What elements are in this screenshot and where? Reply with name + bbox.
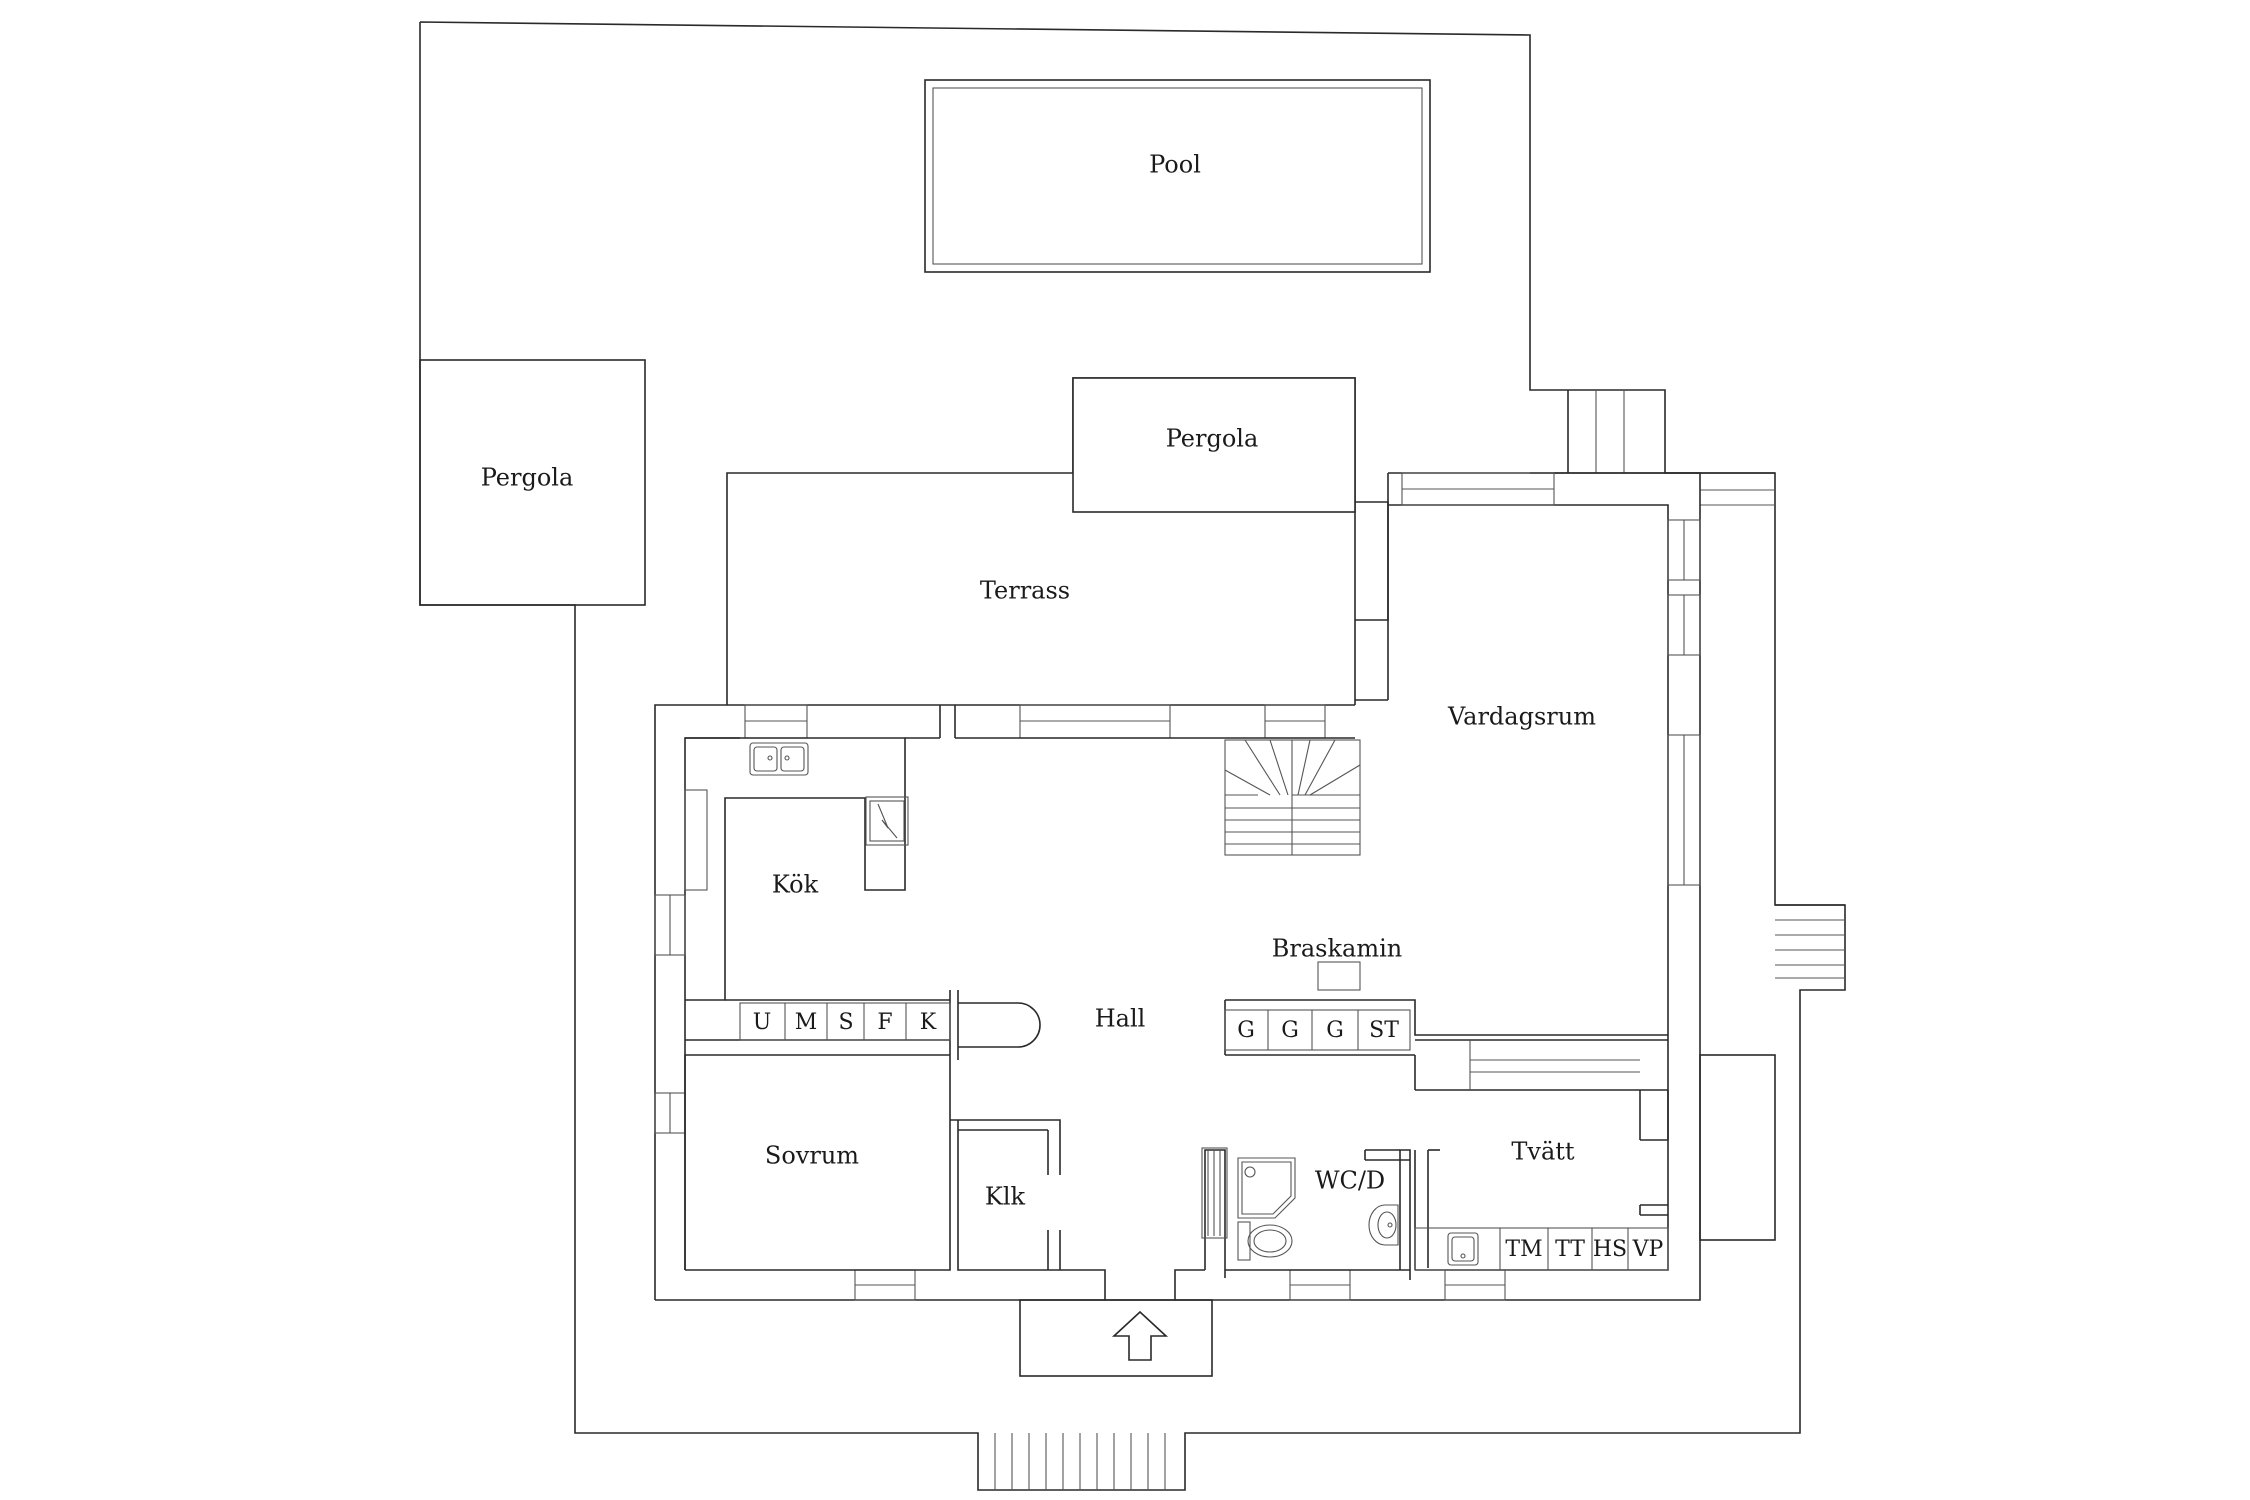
entrance-arrow-icon (1111, 1310, 1169, 1361)
wardrobe-unit-st: ST (1369, 1018, 1399, 1043)
laundry-unit-vp: VP (1632, 1237, 1664, 1262)
kitchen-unit-u: U (753, 1010, 772, 1035)
wardrobe-unit-g1: G (1237, 1018, 1255, 1043)
deck-steps-top (1530, 390, 1665, 474)
laundry-sink-icon (1447, 1232, 1479, 1266)
shower-icon (1237, 1157, 1296, 1219)
kok-label: Kök (772, 871, 819, 899)
kitchen-unit-f: F (877, 1010, 892, 1035)
pool-inner (932, 87, 1423, 265)
kitchen-peninsula (958, 1002, 1041, 1048)
pergola-center (1072, 377, 1356, 513)
tvatt-label: Tvätt (1511, 1138, 1575, 1166)
laundry-unit-hs: HS (1593, 1237, 1627, 1262)
kitchen-unit-m: M (795, 1010, 818, 1035)
radiator-icon (1201, 1147, 1228, 1239)
interior-walls (684, 705, 1669, 1300)
hall-label: Hall (1095, 1005, 1146, 1033)
bottom-stairs (994, 1433, 1166, 1490)
terrace-label: Terrass (980, 577, 1070, 605)
kitchen-unit-s: S (838, 1010, 853, 1035)
pergola-center-label: Pergola (1166, 425, 1259, 453)
laundry-units: TM TT HS VP (1414, 1227, 1669, 1271)
wardrobe-units: G G G ST (1224, 1009, 1411, 1051)
klk-label: Klk (985, 1183, 1026, 1211)
plot-boundary (419, 21, 1846, 1491)
braskamin-label: Braskamin (1272, 935, 1402, 963)
toilet-icon (1237, 1221, 1293, 1261)
laundry-unit-tt: TT (1555, 1237, 1585, 1262)
wardrobe-unit-g2: G (1281, 1018, 1299, 1043)
pergola-left (419, 359, 646, 606)
pool-outline (924, 79, 1431, 273)
kitchen-units: U M S F K (739, 1002, 951, 1041)
entrance-porch (1019, 1299, 1213, 1377)
staircase-icon (1224, 739, 1361, 856)
pergola-left-label: Pergola (481, 464, 574, 492)
vardagsrum-label: Vardagsrum (1447, 703, 1596, 731)
sovrum-label: Sovrum (765, 1142, 859, 1170)
wcd-label: WC/D (1315, 1167, 1385, 1195)
washbasin-icon (1368, 1204, 1399, 1246)
kitchen-unit-k: K (920, 1010, 937, 1035)
pool-label: Pool (1149, 151, 1201, 179)
sink-icon (749, 742, 809, 776)
stove-icon (865, 796, 909, 846)
laundry-unit-tm: TM (1505, 1237, 1542, 1262)
wardrobe-unit-g3: G (1326, 1018, 1344, 1043)
deck-steps-right (1665, 472, 1845, 1241)
